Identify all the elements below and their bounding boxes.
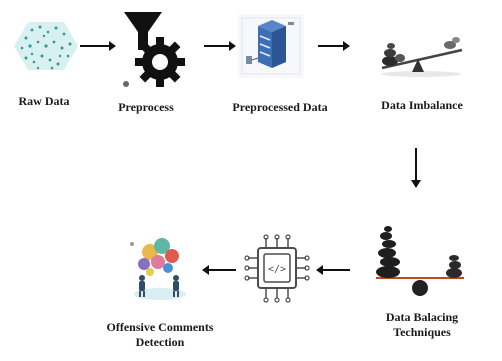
arrow-left-icon: [316, 265, 350, 275]
funnel-gear-icon: [123, 12, 185, 87]
svg-text:</>: </>: [268, 264, 286, 275]
data-balancing-label-line2: Techniques: [393, 325, 451, 339]
data-balancing-label-line1: Data Balacing: [385, 310, 459, 324]
raw-data-label: Raw Data: [18, 94, 70, 108]
arrow-down-icon: [411, 148, 421, 188]
arrow-right-icon: [318, 41, 350, 51]
preprocess-label: Preprocess: [118, 100, 174, 114]
arrow-right-icon: [204, 41, 236, 51]
imbalanced-seesaw-icon: [381, 37, 463, 77]
server-stack-icon: [238, 14, 304, 78]
offensive-comments-label-line1: Offensive Comments: [106, 320, 214, 334]
code-chip-icon: </>: [244, 234, 310, 303]
balanced-stones-icon: [376, 226, 464, 296]
data-cloud-icon: [14, 22, 78, 70]
offensive-comments-label: Offensive Comments Detection: [96, 320, 224, 350]
preprocessed-data-label: Preprocessed Data: [232, 100, 328, 114]
people-speech-bubbles-icon: [130, 238, 186, 300]
data-imbalance-label: Data Imbalance: [381, 98, 463, 112]
offensive-comments-label-line2: Detection: [135, 335, 185, 349]
arrow-right-icon: [80, 41, 116, 51]
arrow-left-icon: [202, 265, 236, 275]
data-balancing-label: Data Balacing Techniques: [372, 310, 472, 340]
